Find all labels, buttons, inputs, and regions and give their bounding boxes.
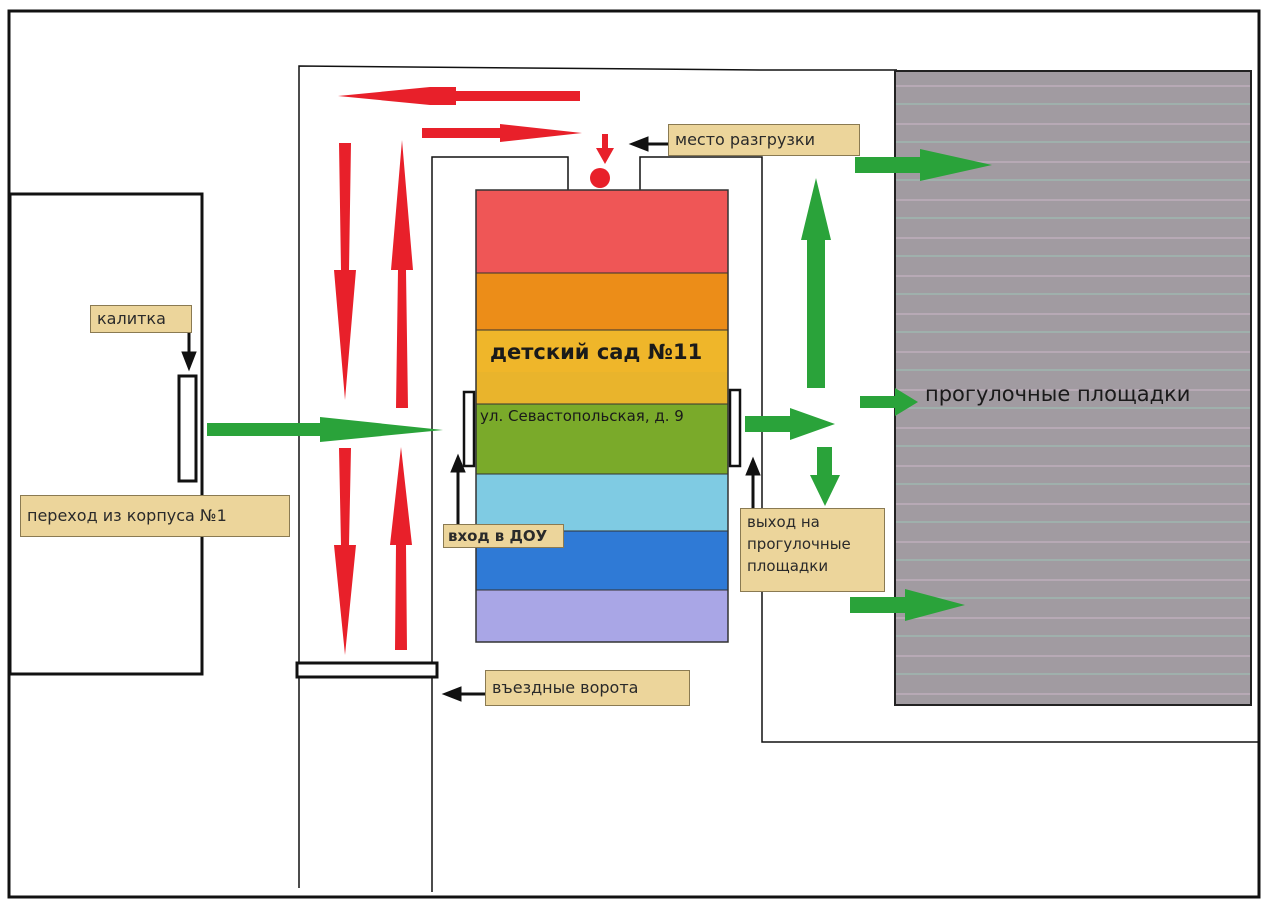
pedestrian-arrow — [810, 447, 840, 506]
exit-door — [728, 388, 742, 468]
unloading-label: место разгрузки — [668, 124, 860, 156]
kindergarten-building — [475, 189, 729, 643]
pedestrian-arrow — [745, 408, 835, 440]
gate-label: калитка — [90, 305, 192, 333]
vehicle-arrow — [596, 134, 614, 164]
building-band — [476, 190, 728, 273]
building-band — [476, 273, 728, 330]
vehicle-arrow — [334, 448, 356, 655]
entrance-label: вход в ДОУ — [443, 524, 564, 548]
building-name: детский сад №11 — [490, 340, 703, 364]
wicket-gate — [177, 374, 198, 483]
exit-playgrounds-label: выход на прогулочные площадки — [740, 508, 885, 592]
unloading-point — [590, 168, 610, 188]
building-band — [476, 330, 728, 372]
entry-gates-label: въездные ворота — [485, 670, 690, 706]
pedestrian-route-arrows — [207, 149, 992, 621]
vehicle-arrow — [334, 143, 356, 400]
building-band — [476, 372, 728, 404]
building-1-outline — [8, 192, 204, 676]
playgrounds-label: прогулочные площадки — [925, 382, 1191, 406]
pedestrian-arrow — [801, 178, 831, 388]
territory-lines — [298, 65, 1259, 892]
vehicle-arrow — [390, 447, 412, 650]
vehicle-arrow — [338, 87, 580, 105]
pedestrian-arrow — [207, 417, 443, 442]
pedestrian-arrow — [855, 149, 992, 181]
playground-area — [894, 70, 1252, 706]
vehicle-arrow — [422, 124, 582, 142]
pedestrian-arrow — [860, 388, 918, 416]
vehicle-arrow — [391, 140, 413, 408]
building-band — [476, 590, 728, 642]
entry-gates-marker — [295, 661, 439, 679]
label-pointers — [181, 136, 761, 702]
building-band — [476, 404, 728, 474]
entrance-door — [462, 390, 476, 468]
vehicle-route-arrows — [334, 87, 614, 655]
pedestrian-arrow — [850, 589, 965, 621]
passage-label: переход из корпуса №1 — [20, 495, 290, 537]
building-band — [476, 474, 728, 531]
building-address: ул. Севастопольская, д. 9 — [480, 407, 684, 425]
